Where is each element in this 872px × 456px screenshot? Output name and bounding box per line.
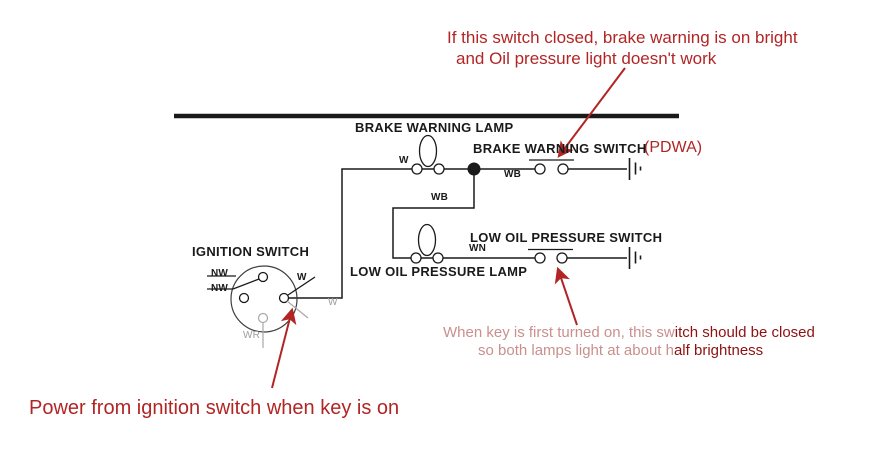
low-oil-pressure-lamp-label: LOW OIL PRESSURE LAMP [350, 264, 528, 279]
terminal [257, 271, 269, 283]
pdwa-label: (PDWA) [644, 139, 703, 156]
wire-label-wb-mid: WB [431, 192, 449, 203]
annotation-bottom-line2-faded: so both lamps light at about h [478, 342, 674, 359]
low-oil-pressure-lamp-symbol [410, 223, 444, 264]
brake-warning-switch-label: BRAKE WARNING SWITCH [473, 141, 647, 156]
rotor-contact [232, 278, 260, 290]
annotation-top-line1: If this switch closed, brake warning is … [447, 28, 798, 47]
switch-contact [534, 163, 546, 175]
annotation-arrows [271, 67, 626, 389]
terminal-wr [257, 312, 269, 324]
wire-label-wn: WN [469, 243, 487, 254]
annotation-top-line2: and Oil pressure light doesn't work [456, 49, 717, 68]
wire-label-w-diagonal: W [297, 272, 307, 283]
switch-contact [534, 252, 546, 264]
ignition-switch-symbol [207, 265, 316, 348]
ignition-switch-body [230, 265, 298, 333]
low-oil-pressure-switch-symbol [528, 248, 573, 264]
wire-label-nw-1: NW [211, 268, 229, 279]
brake-warning-lamp-symbol [411, 134, 445, 175]
lamp-bulb-icon [418, 134, 438, 168]
ignition-switch-label: IGNITION SWITCH [192, 244, 310, 259]
arrow-to-oil-switch [554, 266, 578, 326]
low-oil-pressure-switch-label: LOW OIL PRESSURE SWITCH [470, 230, 663, 245]
switch-contact [556, 252, 568, 264]
switch-contact [557, 163, 569, 175]
ground-symbol-brake [628, 158, 642, 180]
arrow-to-ignition-terminal [271, 307, 297, 389]
annotation-power: Power from ignition switch when key is o… [29, 397, 400, 419]
annotation-bottom-line1-faded: When key is first turned on, this sw [443, 324, 675, 341]
annotation-bottom-line1: When key is first turned on, this switch… [443, 324, 815, 341]
brake-warning-lamp-label: BRAKE WARNING LAMP [355, 120, 514, 135]
wire-label-wr: WR [243, 330, 261, 341]
terminal [238, 292, 250, 304]
wire-label-wb-top: WB [504, 169, 522, 180]
wire-label-w-out: W [328, 297, 338, 308]
ground-symbol-oil [628, 247, 642, 269]
annotation-bottom-line2-dark: alf brightness [673, 342, 764, 359]
lamp-terminal [432, 252, 444, 264]
gray-diagonal [286, 300, 309, 319]
terminal [278, 292, 290, 304]
brake-warning-switch-symbol [529, 159, 574, 175]
lamp-bulb-icon [417, 223, 437, 257]
annotation-bottom-line2: so both lamps light at about half bright… [478, 342, 763, 359]
lamp-terminal [433, 163, 445, 175]
junction-dot [467, 162, 481, 176]
lamp-terminal [410, 252, 422, 264]
wire-label-nw-2: NW [211, 283, 229, 294]
wire-label-w-top: W [399, 155, 409, 166]
lamp-terminal [411, 163, 423, 175]
arrow-to-brake-switch [557, 67, 626, 158]
inactive-contact-gray [257, 300, 309, 348]
wire-w-diagonal [287, 276, 316, 296]
annotation-bottom-line1-dark: itch should be closed [674, 324, 815, 341]
